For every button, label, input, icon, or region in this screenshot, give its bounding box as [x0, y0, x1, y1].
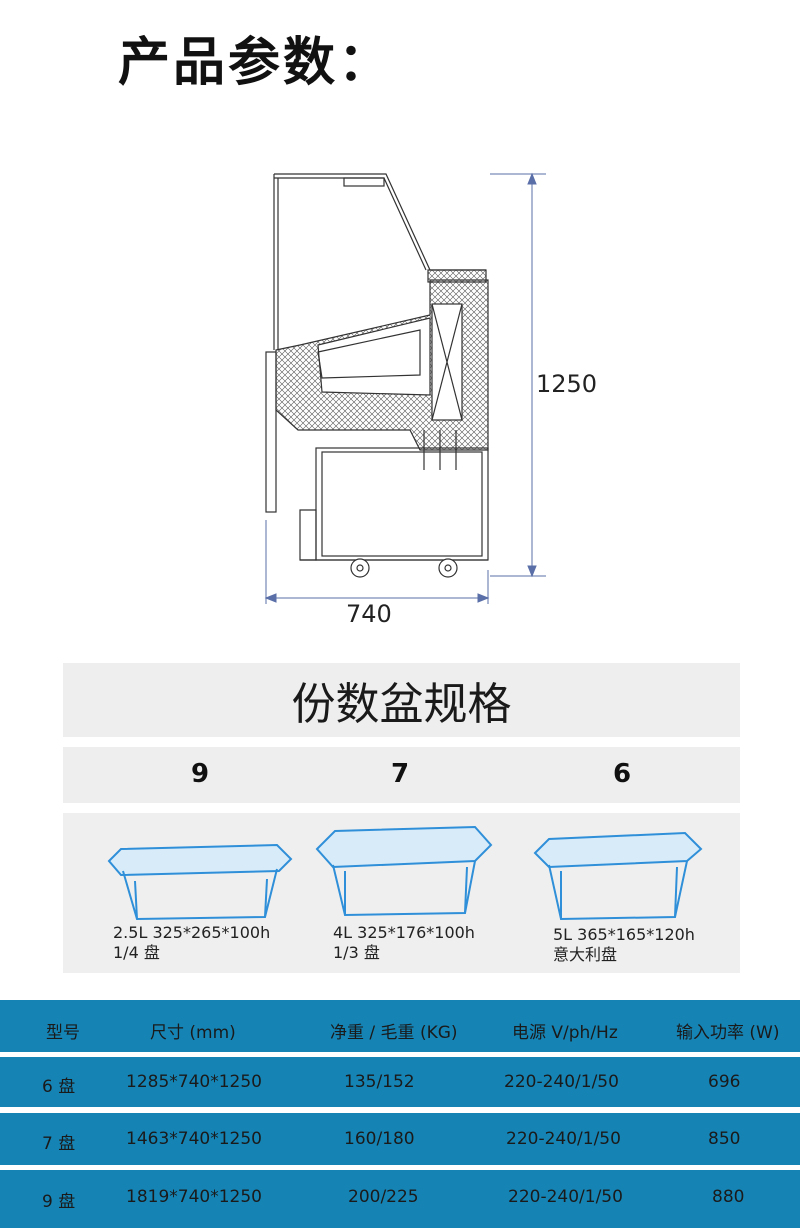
cell-input-power: 880 — [712, 1187, 745, 1207]
header-size: 尺寸 (mm) — [150, 1023, 236, 1043]
cell-weight: 135/152 — [344, 1072, 415, 1092]
pan-count-9: 9 — [191, 759, 210, 789]
pan-count-6: 6 — [613, 759, 632, 789]
pan-3-spec: 5L 365*165*120h — [553, 925, 695, 944]
gastronorm-pan-quarter-image — [107, 843, 293, 921]
width-dimension-label: 740 — [346, 600, 392, 628]
height-dimension-label: 1250 — [536, 370, 598, 398]
cell-power-supply: 220-240/1/50 — [506, 1129, 621, 1149]
gastronorm-pan-italian-image — [533, 831, 703, 921]
pan-3-size: 意大利盘 — [553, 945, 618, 964]
cell-model: 9 盘 — [42, 1192, 76, 1212]
header-weight: 净重 / 毛重 (KG) — [330, 1023, 458, 1043]
cell-size: 1819*740*1250 — [126, 1187, 262, 1207]
pan-count-row: 9 7 6 — [63, 747, 740, 803]
pan-image-row: 2.5L 325*265*100h 1/4 盘 4L 325*176*100h … — [63, 813, 740, 973]
cell-power-supply: 220-240/1/50 — [504, 1072, 619, 1092]
cell-input-power: 850 — [708, 1129, 741, 1149]
pan-2-size: 1/3 盘 — [333, 943, 380, 962]
pan-2-spec: 4L 325*176*100h — [333, 923, 475, 942]
cabinet-side-diagram — [264, 172, 546, 604]
pan-spec-heading: 份数盆规格 — [63, 663, 740, 737]
pan-1-spec: 2.5L 325*265*100h — [113, 923, 271, 942]
cell-model: 6 盘 — [42, 1077, 76, 1097]
table-row: 6 盘 1285*740*1250 135/152 220-240/1/50 6… — [0, 1057, 800, 1107]
cell-model: 7 盘 — [42, 1134, 76, 1154]
gastronorm-pan-third-image — [315, 825, 493, 917]
cell-weight: 200/225 — [348, 1187, 419, 1207]
cell-size: 1463*740*1250 — [126, 1129, 262, 1149]
table-row: 7 盘 1463*740*1250 160/180 220-240/1/50 8… — [0, 1113, 800, 1165]
cell-size: 1285*740*1250 — [126, 1072, 262, 1092]
cell-input-power: 696 — [708, 1072, 741, 1092]
header-power-supply: 电源 V/ph/Hz — [512, 1023, 618, 1043]
header-input-power: 输入功率 (W) — [676, 1023, 780, 1043]
pan-1-size: 1/4 盘 — [113, 943, 160, 962]
table-row: 9 盘 1819*740*1250 200/225 220-240/1/50 8… — [0, 1170, 800, 1228]
header-model: 型号 — [46, 1023, 80, 1043]
cell-weight: 160/180 — [344, 1129, 415, 1149]
cell-power-supply: 220-240/1/50 — [508, 1187, 623, 1207]
pan-count-7: 7 — [391, 759, 410, 789]
spec-table-header: 型号 尺寸 (mm) 净重 / 毛重 (KG) 电源 V/ph/Hz 输入功率 … — [0, 1000, 800, 1052]
page-title: 产品参数： — [118, 33, 394, 93]
